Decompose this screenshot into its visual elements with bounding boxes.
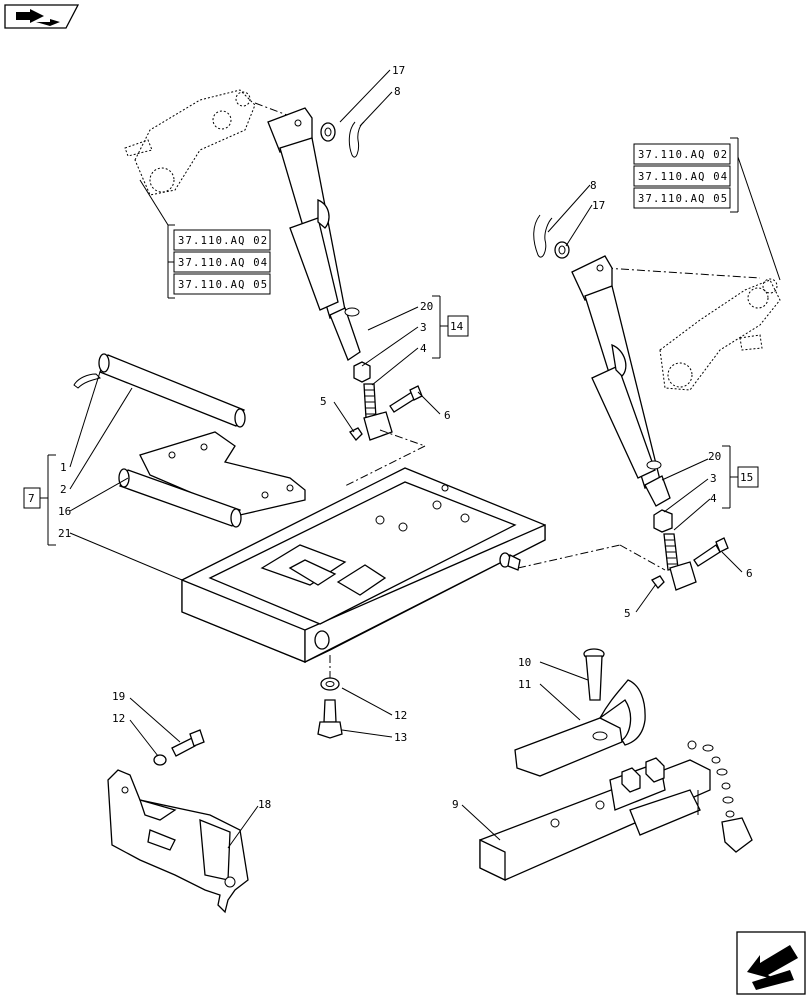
nav-forward-icon[interactable] [736, 931, 806, 995]
lower-bracket [107, 769, 249, 914]
ref-left-1[interactable]: 37.110.AQ 02 [178, 235, 268, 247]
callout-6: 6 [444, 409, 451, 422]
callout-2: 2 [60, 483, 67, 496]
callout-18: 18 [258, 798, 271, 811]
washer-12-lower [153, 754, 167, 766]
right-clip-8 [533, 214, 553, 258]
callout-3: 3 [710, 472, 717, 485]
callout-11: 11 [518, 678, 531, 691]
callout-8: 8 [394, 85, 401, 98]
right-adjuster-nut-4 [653, 509, 673, 533]
callout-5: 5 [320, 395, 327, 408]
bolt-13 [317, 699, 343, 739]
callout-5: 5 [624, 607, 631, 620]
left-adjuster-bolt [349, 383, 423, 441]
group-14-label: 14 [450, 320, 464, 333]
callout-8: 8 [590, 179, 597, 192]
ref-right-1[interactable]: 37.110.AQ 02 [638, 149, 728, 161]
ref-right-3[interactable]: 37.110.AQ 05 [638, 193, 728, 205]
right-washer-17 [554, 241, 570, 259]
nav-back-icon[interactable] [4, 4, 80, 29]
callout-21: 21 [58, 527, 71, 540]
left-clip-8 [348, 121, 365, 158]
callout-17: 17 [592, 199, 605, 212]
left-adjuster-nut-4 [353, 361, 371, 383]
ref-left-3[interactable]: 37.110.AQ 05 [178, 279, 268, 291]
mounting-bracket [118, 431, 306, 528]
group-box-14[interactable]: 14 [432, 295, 469, 359]
callout-4: 4 [420, 342, 427, 355]
ref-block-right: 37.110.AQ 02 37.110.AQ 04 37.110.AQ 05 [633, 137, 739, 213]
left-rocker-arm [124, 89, 256, 196]
callout-20: 20 [420, 300, 433, 313]
pin-10 [583, 648, 605, 701]
left-washer-17 [320, 122, 336, 142]
bolt-19 [171, 729, 205, 757]
callout-17: 17 [392, 64, 405, 77]
left-lift-rod [267, 107, 361, 361]
group-box-15[interactable]: 15 [722, 445, 759, 509]
right-lift-rod [571, 255, 671, 507]
callout-20: 20 [708, 450, 721, 463]
drawbar-9 [479, 740, 711, 882]
washer-12 [320, 677, 340, 691]
callout-4: 4 [710, 492, 717, 505]
group-7-label: 7 [28, 492, 35, 505]
callout-6: 6 [746, 567, 753, 580]
ref-right-2[interactable]: 37.110.AQ 04 [638, 171, 728, 183]
group-15-label: 15 [740, 471, 753, 484]
callout-13: 13 [394, 731, 407, 744]
safety-chain [702, 744, 753, 853]
callout-12: 12 [112, 712, 125, 725]
ref-block-left: 37.110.AQ 02 37.110.AQ 04 37.110.AQ 05 [167, 224, 271, 299]
cross-shaft [98, 353, 246, 428]
drawbar-frame [181, 467, 546, 664]
ref-left-2[interactable]: 37.110.AQ 04 [178, 257, 268, 269]
leader-lines [69, 69, 781, 849]
right-adjuster-bolt [651, 533, 729, 591]
lynch-pin-2 [73, 373, 101, 389]
callout-1: 1 [60, 461, 67, 474]
callout-16: 16 [58, 505, 71, 518]
right-rocker-arm [659, 278, 781, 391]
callout-10: 10 [518, 656, 531, 669]
callout-19: 19 [112, 690, 125, 703]
callout-numbers: 17 8 8 17 20 3 4 5 6 1 2 16 21 20 3 4 6 … [58, 64, 753, 811]
callout-9: 9 [452, 798, 459, 811]
callout-12: 12 [394, 709, 407, 722]
group-box-7[interactable]: 7 [23, 454, 56, 546]
hitch-hook-11 [514, 679, 646, 777]
callout-3: 3 [420, 321, 427, 334]
